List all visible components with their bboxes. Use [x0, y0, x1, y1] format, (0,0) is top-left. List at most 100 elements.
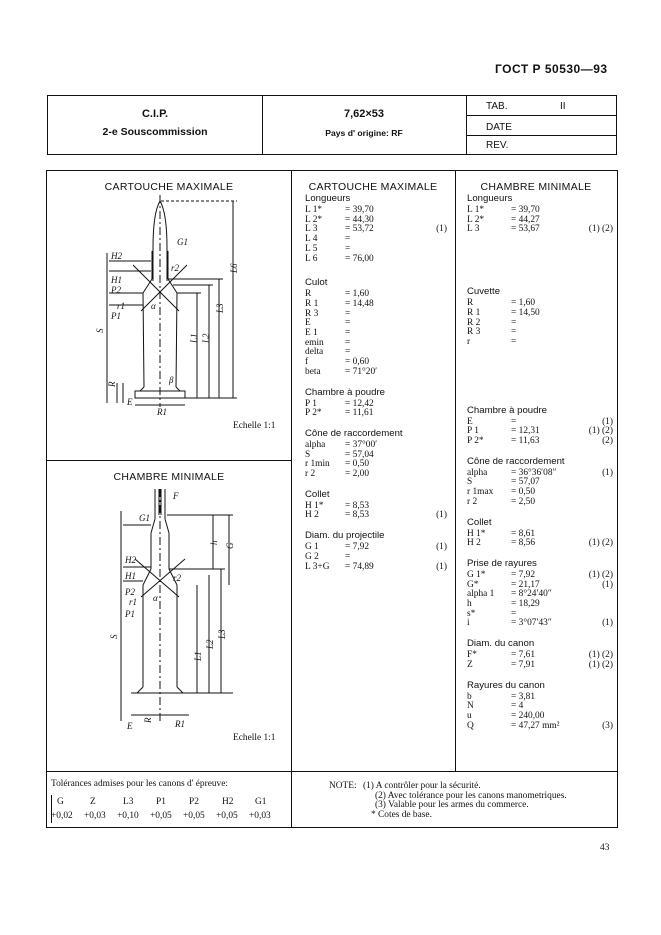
param-name: Q	[467, 720, 474, 731]
param-value: = 8,56	[511, 538, 536, 549]
section-heading-collet: Collet	[467, 516, 492, 528]
param-note: (1) (2)	[588, 538, 613, 549]
chamber-drawing: F G1 h G H2 H1 P2 r2 r1 α P1 L1 L2 L3 S …	[109, 489, 235, 731]
param-name: R	[305, 289, 312, 300]
param-value: = 57,07	[511, 477, 540, 488]
label-p1: P1	[124, 609, 135, 619]
param-note: (1)	[602, 416, 613, 427]
param-value: = 44,27	[511, 214, 540, 225]
section-heading-longueurs: Longueurs	[305, 193, 351, 204]
param-name: L 2*	[305, 214, 323, 225]
header-box: C.I.P. 2-e Souscommission 7,62×53 Pays d…	[47, 95, 617, 155]
param-name: E	[305, 318, 311, 329]
label-l2: L2	[205, 639, 215, 650]
param-value: = 240,00	[511, 710, 545, 721]
param-value: = 53,72	[345, 224, 374, 235]
param-name: G 1	[305, 542, 319, 553]
label-r1: r1	[129, 597, 137, 607]
param-value: = 14,50	[511, 307, 540, 318]
param-value: = 53,67	[511, 224, 540, 235]
param-value: = 57,04	[345, 449, 374, 460]
param-value: = 1,60	[511, 298, 536, 309]
label-alpha: α	[151, 301, 156, 311]
notes-label: NOTE:	[329, 781, 357, 791]
label-r1-base: R1	[156, 407, 167, 417]
param-name: L 1*	[305, 205, 323, 215]
label-p2: P2	[124, 587, 135, 597]
label-r2: r2	[171, 263, 180, 273]
param-value: = 0,50	[345, 459, 370, 470]
caliber: 7,62×53	[343, 108, 385, 120]
param-name: f	[305, 357, 309, 368]
param-value: = 3,81	[511, 691, 536, 702]
param-note: (1)	[602, 579, 613, 590]
param-note: (1) (2)	[588, 224, 613, 235]
tolerance-value: +0,03	[84, 811, 106, 821]
param-value: =	[345, 328, 351, 338]
label-p1: P1	[110, 311, 121, 321]
param-name: N	[467, 701, 474, 712]
tolerance-value: +0,10	[117, 811, 139, 821]
param-name: delta	[305, 347, 324, 358]
tab-label: TAB.	[486, 101, 508, 112]
param-note: (1)	[436, 561, 447, 572]
param-value: = 76,00	[345, 253, 374, 264]
param-value: = 8,53	[345, 500, 370, 511]
section-heading-projectile: Diam. du projectile	[305, 530, 385, 542]
origin: Pays d' origine: RF	[325, 128, 403, 138]
label-r: R	[143, 717, 153, 724]
param-name: alpha	[305, 439, 326, 450]
label-h1: H1	[124, 571, 136, 581]
param-value: =	[511, 327, 517, 338]
param-value: = 7,61	[511, 650, 536, 661]
param-value: =	[345, 308, 351, 319]
param-name: P 1	[467, 426, 479, 437]
section-heading-canon: Diam. du canon	[467, 638, 535, 650]
param-name: S	[467, 477, 473, 488]
param-note: (3)	[602, 720, 613, 731]
param-value: = 12,42	[345, 398, 374, 409]
param-name: Z	[467, 659, 473, 670]
param-name: beta	[305, 366, 321, 377]
section-heading-culot: Culot	[305, 277, 328, 289]
param-name: s*	[467, 608, 476, 619]
param-value: = 74,89	[345, 561, 374, 572]
param-value: = 14,48	[345, 298, 374, 309]
param-name: u	[467, 710, 472, 721]
param-name: L 3+G	[305, 561, 330, 572]
tolerance-column-header: P2	[189, 797, 199, 807]
param-value: = 18,29	[511, 599, 540, 609]
param-value: = 8°24′40″	[511, 589, 552, 600]
param-name: L 5	[305, 243, 318, 254]
rev-label: REV.	[486, 140, 509, 151]
param-name: G*	[467, 579, 479, 590]
note-item: (3) Valable pour les armes du commerce.	[375, 800, 529, 811]
section-heading-cone: Cône de raccordement	[467, 455, 565, 467]
note-item: * Cotes de base.	[371, 809, 432, 820]
section-heading-cuvette: Cuvette	[467, 286, 501, 298]
date-label: DATE	[486, 122, 512, 133]
label-h1: H1	[110, 275, 122, 285]
label-f: F	[172, 491, 179, 501]
param-name: S	[305, 449, 311, 460]
param-value: = 37°00′	[345, 439, 378, 450]
param-name: emin	[305, 337, 324, 348]
param-value: = 12,31	[511, 426, 540, 437]
tolerance-value: +0,05	[216, 811, 238, 821]
param-value: = 39,70	[345, 205, 374, 215]
label-l3: L3	[217, 629, 227, 640]
chamber-min-title: CHAMBRE MINIMALE	[480, 181, 592, 193]
param-note: (1) (2)	[588, 569, 613, 580]
tolerance-column-header: G	[57, 797, 64, 807]
label-h: h	[209, 540, 219, 545]
label-l2: L2	[201, 333, 211, 344]
param-note: (1) (2)	[588, 650, 613, 661]
main-table: CARTOUCHE MAXIMALE Echelle 1:1 CHAMBRE M…	[46, 170, 618, 828]
param-name: r 1min	[305, 459, 330, 470]
param-name: r	[467, 336, 471, 347]
param-name: H 1*	[305, 500, 324, 511]
cartridge-max-title: CARTOUCHE MAXIMALE	[308, 181, 438, 193]
param-name: L 6	[305, 253, 318, 264]
param-name: G 1*	[467, 569, 486, 580]
